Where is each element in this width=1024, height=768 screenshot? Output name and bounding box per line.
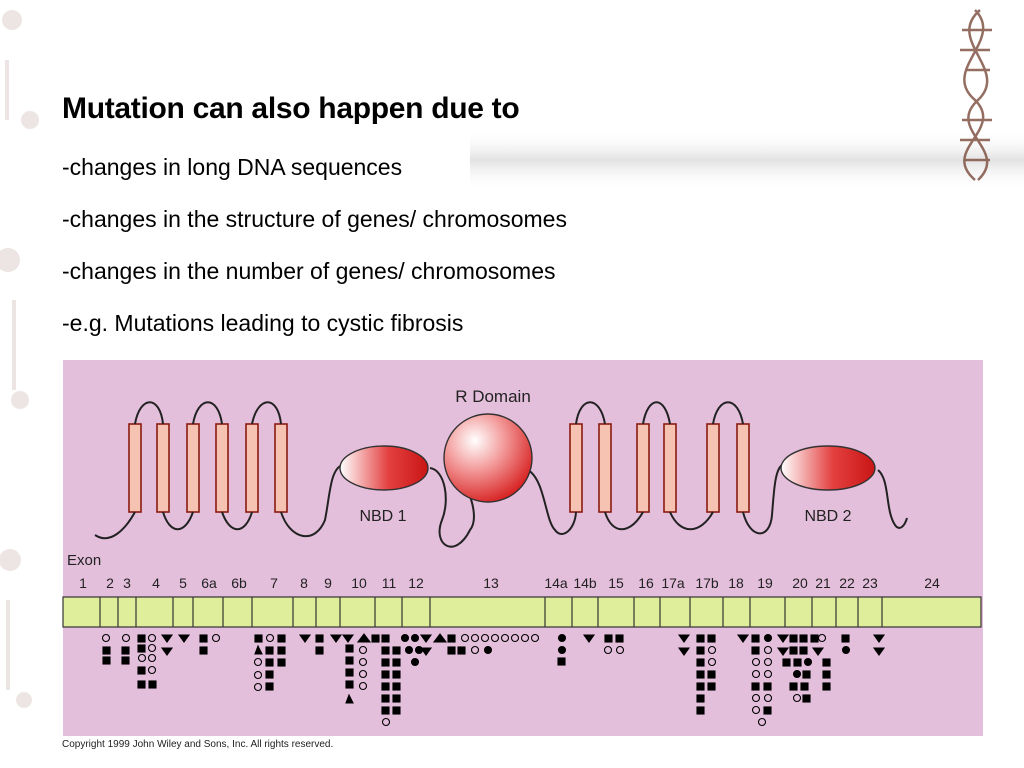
figure-panel [63, 360, 983, 736]
exon-label: 5 [179, 575, 187, 591]
r-domain-label: R Domain [455, 387, 531, 406]
exon-label: 9 [324, 575, 332, 591]
polypeptide-chain [94, 401, 908, 548]
slide-title: Mutation can also happen due to [62, 92, 520, 125]
exon-label: 10 [351, 575, 367, 591]
exon-label: 14a [544, 575, 568, 591]
copyright-notice: Copyright 1999 John Wiley and Sons, Inc.… [62, 739, 334, 750]
exon-label: 11 [382, 575, 397, 591]
exon-bar [62, 596, 982, 628]
exon-header: Exon [67, 552, 101, 569]
exon-labels: 1 2 3 4 5 6a 6b 7 8 9 10 11 12 13 14a 14… [79, 575, 940, 591]
exon-label: 6a [201, 575, 217, 591]
exon-label: 3 [123, 575, 131, 591]
nbd2-domain [780, 445, 876, 491]
nbd1-domain [339, 445, 429, 491]
exon-label: 12 [408, 575, 424, 591]
nbd2-label: NBD 2 [804, 508, 851, 525]
r-domain [443, 413, 533, 503]
exon-label: 15 [608, 575, 624, 591]
exon-label: 2 [106, 575, 114, 591]
transmembrane-helices-right [569, 423, 750, 513]
bullet-2: -changes in the structure of genes/ chro… [62, 206, 567, 232]
exon-label: 17a [661, 575, 685, 591]
exon-label: 23 [862, 575, 878, 591]
exon-label: 21 [815, 575, 831, 591]
transmembrane-helices-left [128, 423, 288, 513]
dna-helix-icon [960, 9, 992, 181]
exon-label: 19 [757, 575, 773, 591]
exon-label: 22 [839, 575, 855, 591]
exon-label: 14b [573, 575, 597, 591]
exon-label: 8 [300, 575, 308, 591]
nbd1-label: NBD 1 [359, 508, 406, 525]
bullet-1: -changes in long DNA sequences [62, 154, 403, 180]
molecule-decoration-icon [0, 10, 39, 708]
exon-label: 16 [638, 575, 654, 591]
exon-label: 20 [792, 575, 808, 591]
exon-label: 17b [695, 575, 719, 591]
exon-label: 6b [231, 575, 247, 591]
bullet-3: -changes in the number of genes/ chromos… [62, 258, 556, 284]
exon-label: 7 [270, 575, 278, 591]
bullet-4: -e.g. Mutations leading to cystic fibros… [62, 310, 464, 336]
exon-label: 4 [152, 575, 160, 591]
exon-label: 13 [483, 575, 499, 591]
exon-label: 24 [924, 575, 940, 591]
mutation-markers [101, 633, 886, 727]
exon-label: 18 [728, 575, 744, 591]
exon-label: 1 [79, 575, 87, 591]
